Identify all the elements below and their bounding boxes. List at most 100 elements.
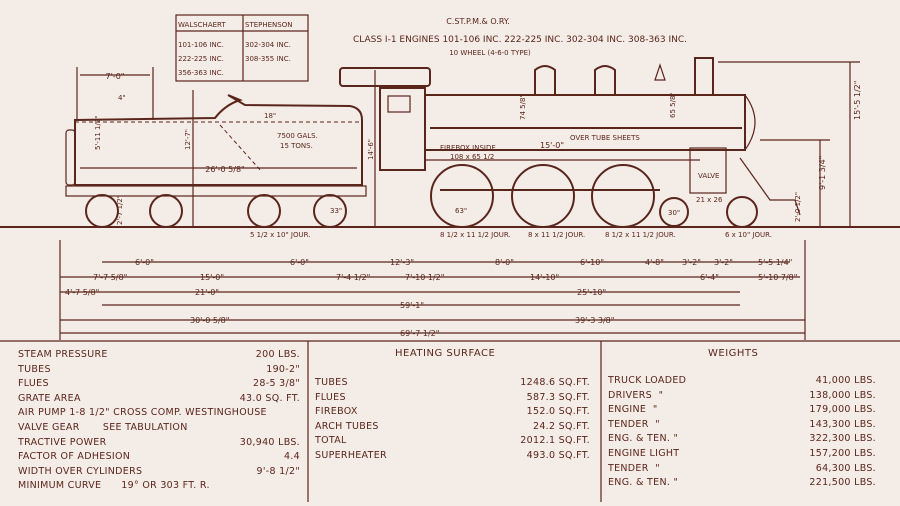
spec-label: VALVE GEAR SEE TABULATION (18, 421, 188, 433)
heating-value: 493.0 (526, 449, 556, 461)
valve-label: VALVE (698, 172, 719, 180)
tender-capacity: 7500 GALS. (277, 132, 318, 140)
truck-wheel-dia: 30" (668, 209, 680, 217)
boiler-dia-1: 74 5/8" (519, 94, 527, 120)
spec-label: MINIMUM CURVE 19° OR 303 FT. R. (18, 480, 210, 492)
weight-label: ENG. & TEN. " (608, 477, 679, 489)
tender-coal: 15 TONS. (280, 142, 313, 150)
weight-value: 157,200 LBS. (809, 447, 876, 459)
spec-label: GRATE AREA (18, 392, 81, 404)
heating-value: 2012.1 (520, 435, 556, 447)
valve-gear-table: WALSCHAERT STEPHENSON 101-106 INC. 222-2… (175, 14, 309, 82)
weight-label: DRIVERS " (608, 389, 664, 401)
spec-value: 9'-8 1/2" (256, 465, 300, 477)
dim-label: 6'-10" (580, 258, 604, 267)
spec-label: TUBES (18, 363, 51, 375)
spec-label: FLUES (18, 378, 49, 390)
tender: 7'-0" 4" 5'-11 1/2" 2'-7 1/2" 26'-0 5/8"… (65, 67, 376, 239)
dim-label: 6'-0" (290, 258, 309, 267)
weights-title: WEIGHTS (708, 348, 759, 359)
dim-label: 7'-10 1/2" (405, 273, 444, 282)
heating-unit: SQ.FT. (558, 449, 590, 461)
heating-value: 24.2 (532, 420, 556, 432)
dim-tank-height: 5'-11 1/2" (94, 115, 102, 150)
driver-journal-1: 8 1/2 x 11 1/2 JOUR. (440, 231, 511, 239)
railway-name: C.ST.P.M.& O.RY. (446, 17, 509, 26)
weight-row: TENDER "64,300 LBS. (608, 462, 876, 477)
dim-label: 14'-10" (530, 273, 559, 282)
spec-label: AIR PUMP 1-8 1/2" CROSS COMP. WESTINGHOU… (18, 407, 267, 419)
dim-tender-top: 7'-0" (106, 72, 125, 81)
weight-value: 322,300 LBS. (809, 433, 876, 445)
dim-tender-height: 12'-7" (184, 129, 192, 150)
heating-surface-title: HEATING SURFACE (395, 348, 496, 359)
tender-journal: 5 1/2 x 10" JOUR. (250, 231, 310, 239)
heating-row: SUPERHEATER 493.0 SQ.FT. (315, 449, 590, 464)
weight-row: ENG. & TEN. "221,500 LBS. (608, 476, 876, 491)
spec-label: TRACTIVE POWER (18, 436, 107, 448)
dim-label: 3'-2" (714, 258, 733, 267)
spec-label: STEAM PRESSURE (18, 349, 108, 360)
spec-value: 200 LBS. (255, 349, 300, 360)
table-cell: 101-106 INC. (178, 41, 224, 49)
spec-row: AIR PUMP 1-8 1/2" CROSS COMP. WESTINGHOU… (18, 406, 300, 421)
wheel-arrangement: 10 WHEEL (4-6-0 TYPE) (449, 49, 531, 57)
table-header-walschaert: WALSCHAERT (178, 21, 226, 29)
dim-label: 69'-7 1/2" (400, 329, 439, 338)
heating-unit: SQ.FT. (558, 435, 590, 447)
weight-value: 138,000 LBS. (809, 389, 876, 401)
dim-label: 30'-0 5/8" (190, 316, 229, 325)
heating-value: 587.3 (526, 391, 556, 403)
driver-journal-2: 8 x 11 1/2 JOUR. (528, 231, 585, 239)
driver-wheel-dia: 63" (455, 207, 467, 215)
dim-pilot-height: 2'-0 1/2" (794, 192, 802, 222)
dim-label: 6'-0" (135, 258, 154, 267)
spec-value: 190-2" (266, 363, 300, 375)
weight-row: TENDER " 143,300 LBS. (608, 418, 876, 433)
dim-rail-height: 2'-7 1/2" (116, 195, 124, 225)
dimension-lines: 6'-0" 6'-0" 12'-3" 8'-0" 6'-10" 4'-8" 3'… (59, 240, 806, 340)
dim-label: 59'-1" (400, 301, 424, 310)
heating-label: ARCH TUBES (315, 420, 379, 432)
weight-value: 143,300 LBS. (809, 418, 876, 430)
dim-label: 6'-4" (700, 273, 719, 282)
spec-row: WIDTH OVER CYLINDERS 9'-8 1/2" (18, 465, 300, 480)
table-cell: 308-355 INC. (245, 55, 291, 63)
tender-wheel-dia: 33" (330, 207, 342, 215)
class-title: CLASS I-1 ENGINES 101-106 INC. 222-225 I… (353, 35, 687, 45)
spec-label: WIDTH OVER CYLINDERS (18, 465, 143, 477)
weight-row: ENGINE "179,000 LBS. (608, 403, 876, 418)
weight-label: ENGINE " (608, 404, 658, 416)
dim-label: 5'-5 1/4" (758, 258, 792, 267)
engine: FIREBOX INSIDE 108 x 65 1/2 15'-0" OVER … (339, 57, 862, 239)
weight-label: TENDER " (608, 418, 660, 430)
dim-tender-length: 26'-0 5/8" (205, 165, 244, 174)
dim-tubes-length: 15'-0" (540, 141, 564, 150)
truck-journal: 6 x 10" JOUR. (725, 231, 772, 239)
dim-overall-height: 15'-5 1/2" (853, 81, 862, 120)
weight-value: 41,000 LBS. (815, 375, 876, 386)
dim-label: 21'-0" (195, 288, 219, 297)
dim-label: 12'-3" (390, 258, 414, 267)
spec-row: TUBES 190-2" (18, 363, 300, 378)
dim-label: 5'-10 7/8" (758, 273, 797, 282)
dim-label: 15'-0" (200, 273, 224, 282)
dim-label: 7'-4 1/2" (336, 273, 370, 282)
weight-label: ENG. & TEN. " (608, 433, 679, 445)
heating-value: 152.0 (526, 406, 556, 418)
weight-label: ENGINE LIGHT (608, 447, 680, 459)
heating-label: SUPERHEATER (315, 449, 387, 461)
heating-value: 1248.6 (520, 377, 556, 388)
weight-row: ENGINE LIGHT 157,200 LBS. (608, 447, 876, 462)
